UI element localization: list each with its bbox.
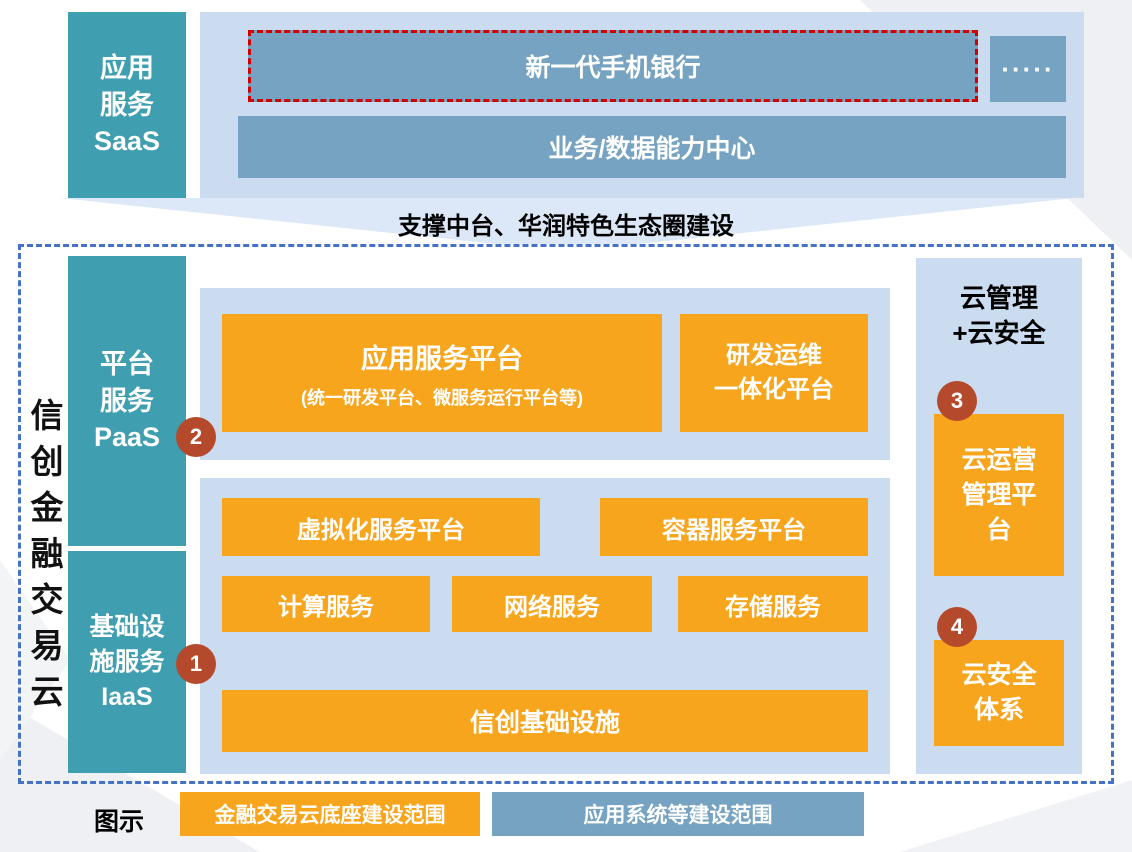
app-service-platform-box: 应用服务平台 (统一研发平台、微服务运行平台等) xyxy=(222,314,662,432)
background-facet-bottom-right xyxy=(900,780,1132,852)
saas-panel: 新一代手机银行 ····· 业务/数据能力中心 xyxy=(200,12,1084,198)
devops-platform-box: 研发运维 一体化平台 xyxy=(680,314,868,432)
badge-2: 2 xyxy=(176,417,216,457)
xinchuang-cloud-container xyxy=(18,244,1114,784)
paas-layer-label: 平台 服务 PaaS xyxy=(68,256,186,546)
middle-caption: 支撑中台、华润特色生态圈建设 xyxy=(398,212,734,240)
mobile-bank-box: 新一代手机银行 xyxy=(248,30,978,102)
legend-app-scope: 应用系统等建设范围 xyxy=(492,792,864,836)
network-service-box: 网络服务 xyxy=(452,576,652,632)
badge-1: 1 xyxy=(176,644,216,684)
cloud-security-box: 云安全 体系 xyxy=(934,640,1064,746)
xinchuang-infrastructure-box: 信创基础设施 xyxy=(222,690,868,752)
iaas-panel: 虚拟化服务平台 容器服务平台 计算服务 网络服务 存储服务 信创基础设施 xyxy=(200,478,890,774)
cloud-ops-platform-box: 云运营 管理平 台 xyxy=(934,414,1064,576)
container-platform-box: 容器服务平台 xyxy=(600,498,868,556)
storage-service-box: 存储服务 xyxy=(678,576,868,632)
badge-3: 3 xyxy=(937,381,977,421)
app-service-platform-title: 应用服务平台 xyxy=(361,343,523,374)
cloud-vertical-title: 信创金融交易云 xyxy=(26,398,63,720)
badge-4: 4 xyxy=(937,607,977,647)
virtualization-platform-box: 虚拟化服务平台 xyxy=(222,498,540,556)
compute-service-box: 计算服务 xyxy=(222,576,430,632)
saas-layer-label: 应用 服务 SaaS xyxy=(68,12,186,198)
legend-label: 图示 xyxy=(94,808,145,836)
business-data-center-box: 业务/数据能力中心 xyxy=(238,116,1066,178)
legend-base-scope: 金融交易云底座建设范围 xyxy=(180,792,480,836)
app-service-platform-subtitle: (统一研发平台、微服务运行平台等) xyxy=(301,387,583,408)
cloud-mgmt-header: 云管理 +云安全 xyxy=(952,282,1046,348)
cloud-mgmt-panel: 云管理 +云安全 云运营 管理平 台 云安全 体系 xyxy=(916,258,1082,774)
more-apps-box: ····· xyxy=(990,36,1066,102)
paas-panel: 应用服务平台 (统一研发平台、微服务运行平台等) 研发运维 一体化平台 xyxy=(200,288,890,460)
iaas-layer-label: 基础设 施服务 IaaS xyxy=(68,551,186,773)
